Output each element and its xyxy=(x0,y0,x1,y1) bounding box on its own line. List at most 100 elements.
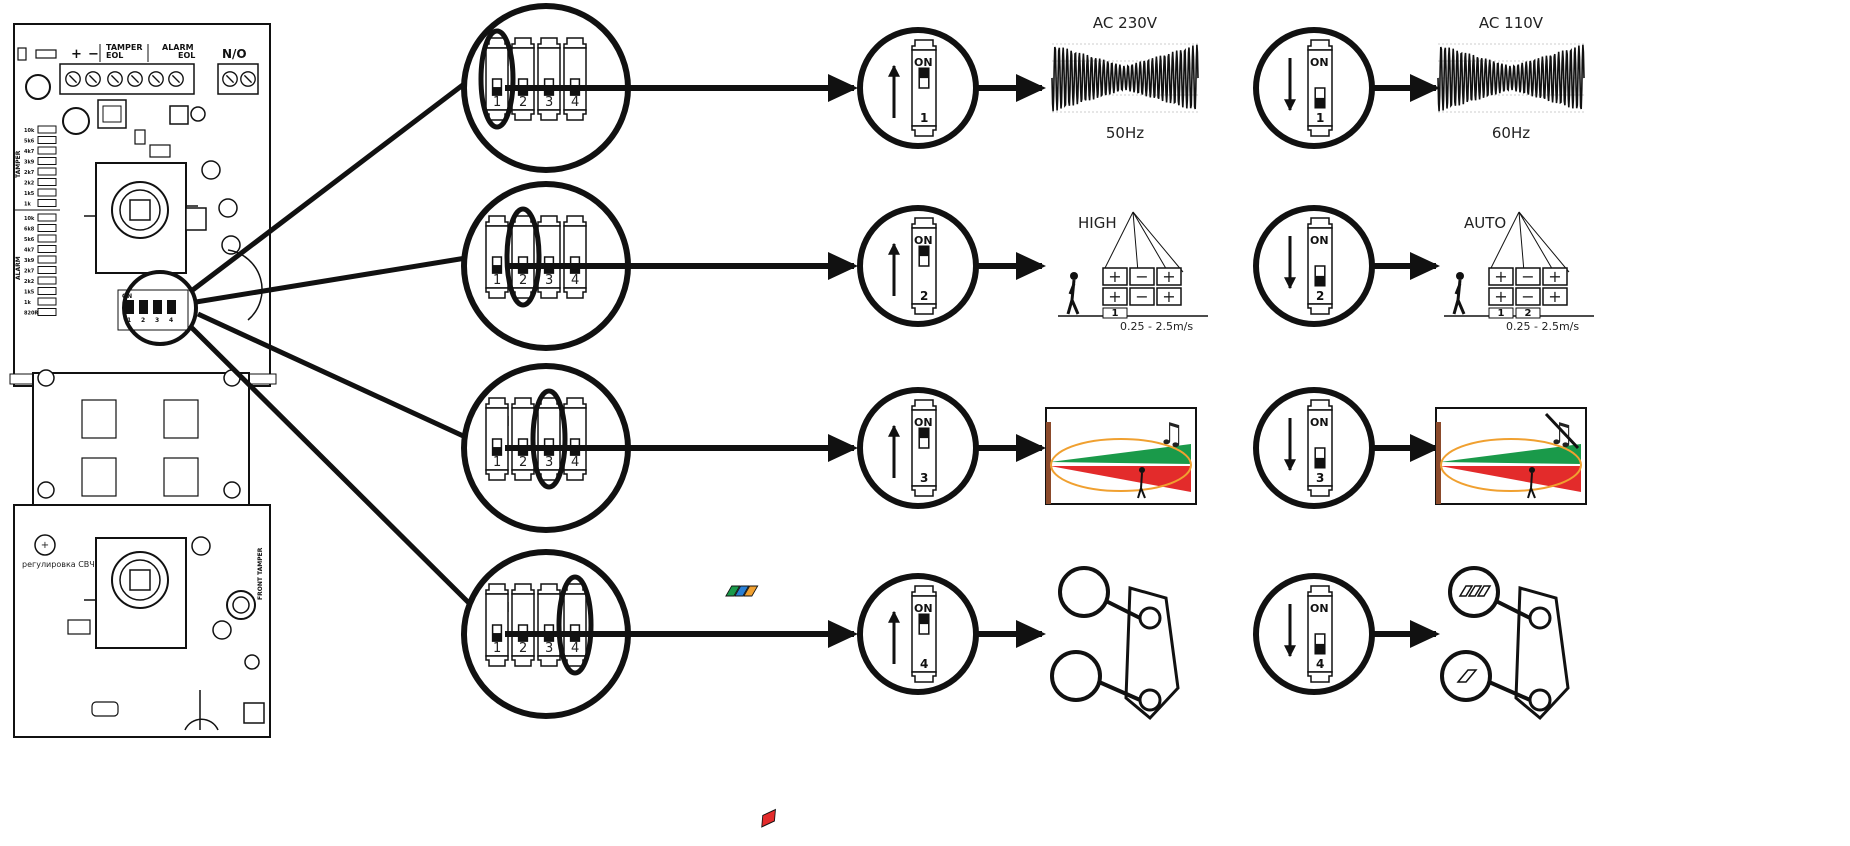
lens-segment xyxy=(725,585,741,597)
zone-sign: + xyxy=(1162,287,1175,306)
person-body xyxy=(1527,472,1536,499)
dip-cap-top xyxy=(537,37,561,49)
eol-jumper xyxy=(37,234,57,243)
person-icon xyxy=(1139,467,1145,473)
zone-sign: + xyxy=(1548,287,1561,306)
on-label: ON xyxy=(914,234,933,247)
dip-cap-bottom xyxy=(511,109,535,121)
eol-jumper xyxy=(37,287,57,295)
terminal-block: + − TAMPER EOL ALARM EOL N/O xyxy=(59,43,259,95)
switch-number: 2 xyxy=(519,641,527,656)
zone-ray xyxy=(1518,211,1555,273)
eol-jumper xyxy=(37,188,57,197)
zone-cell xyxy=(1129,267,1155,286)
off-result-arrow-head xyxy=(1410,252,1440,280)
dip-knob xyxy=(570,265,580,274)
sensitivity-label: HIGH xyxy=(1078,214,1117,232)
board-shield xyxy=(37,369,241,499)
dip-cap-top xyxy=(563,215,587,227)
terminal-no-label: N/O xyxy=(222,47,247,61)
selected-switch-highlight xyxy=(504,206,542,308)
switch-number: 1 xyxy=(493,95,501,110)
selected-switch-highlight xyxy=(556,574,594,676)
switch-number: 1 xyxy=(493,273,501,288)
dip-cap-bottom xyxy=(911,485,937,497)
eol-value-label: 1k5 xyxy=(24,290,35,296)
svg-text:ALARM: ALARM xyxy=(15,256,22,280)
svg-text:+: + xyxy=(41,540,49,551)
zone-index-box xyxy=(1488,307,1514,319)
lens-callout-top xyxy=(1448,566,1500,618)
switch-number: 4 xyxy=(920,657,928,671)
zone-cell xyxy=(1542,287,1568,306)
eol-jumper xyxy=(37,276,57,285)
switch-number: 4 xyxy=(571,455,579,470)
eol-value-label: 5k6 xyxy=(24,139,35,145)
person-icon xyxy=(1456,272,1464,280)
on-result-arrow-head xyxy=(1016,74,1046,102)
lens-segment xyxy=(761,808,776,828)
dip-knob xyxy=(570,633,580,642)
pir-sensor-top xyxy=(84,162,198,274)
switch-number: 3 xyxy=(545,641,553,656)
switch-row-4: ON1234ON4ON4 xyxy=(461,549,1570,828)
speed-range-label: 0.25 - 2.5m/s xyxy=(1120,320,1193,333)
dip-knob xyxy=(544,87,554,96)
zone-sign: + xyxy=(1108,267,1121,286)
zone-cell xyxy=(1129,287,1155,306)
dip-knob xyxy=(544,447,554,456)
dip-cap-top xyxy=(911,39,937,51)
dip-knob xyxy=(518,265,528,274)
dip-knob xyxy=(919,428,929,439)
dip-knob xyxy=(570,87,580,96)
detector-lens-bottom xyxy=(1138,688,1162,712)
connector-lines xyxy=(188,76,480,614)
dip-knob xyxy=(570,447,580,456)
orange-zone-outline xyxy=(1440,438,1582,492)
eol-jumper xyxy=(37,255,57,264)
on-result-arrow-head xyxy=(1016,434,1046,462)
red-zone xyxy=(1440,466,1581,492)
zone-ray xyxy=(1132,211,1169,273)
zone-sign: − xyxy=(1521,287,1534,306)
eol-value-label: 1k5 xyxy=(24,191,35,197)
zone-cell xyxy=(1515,287,1541,306)
dip-knob xyxy=(492,633,502,642)
dip-knob xyxy=(1315,457,1325,468)
eol-value-label: 10k xyxy=(24,216,35,222)
dip-knob xyxy=(492,447,502,456)
dip-knob xyxy=(518,633,528,642)
eol-value-label: 5k6 xyxy=(24,237,35,243)
zone-index-box xyxy=(1515,307,1541,319)
zone-sign: + xyxy=(1494,267,1507,286)
eol-value-label: 1k xyxy=(24,300,31,306)
zone-cell xyxy=(1488,287,1514,306)
dip-cap-top xyxy=(911,399,937,411)
on-label: ON xyxy=(914,416,933,429)
switch-number: 3 xyxy=(545,455,553,470)
switch-number: 1 xyxy=(1316,111,1324,125)
mute-slash xyxy=(1544,412,1580,450)
eol-jumper xyxy=(37,199,57,207)
dip-cap-top xyxy=(511,583,535,595)
dip-cap-top xyxy=(485,215,509,227)
eol-value-label: 2k2 xyxy=(24,181,35,187)
zone-sign: − xyxy=(1135,267,1148,286)
dip-cap-bottom xyxy=(911,303,937,315)
switch-number: 4 xyxy=(571,95,579,110)
zone-cell xyxy=(1515,267,1541,286)
dip-knob xyxy=(1315,97,1325,108)
dip-cap-bottom xyxy=(1307,671,1333,683)
wall xyxy=(1046,422,1051,504)
terminal-alarm-label: ALARM xyxy=(162,43,194,52)
eol-value-label: 820R xyxy=(24,311,38,317)
switch-number: 2 xyxy=(519,455,527,470)
zone-sign: − xyxy=(1521,267,1534,286)
switch-number: 2 xyxy=(519,273,527,288)
dip-cap-bottom xyxy=(537,109,561,121)
person-body xyxy=(1452,279,1466,315)
eol-value-label: 6k8 xyxy=(24,227,35,233)
svg-text:EOL: EOL xyxy=(106,51,123,60)
zone-sign: + xyxy=(1548,267,1561,286)
